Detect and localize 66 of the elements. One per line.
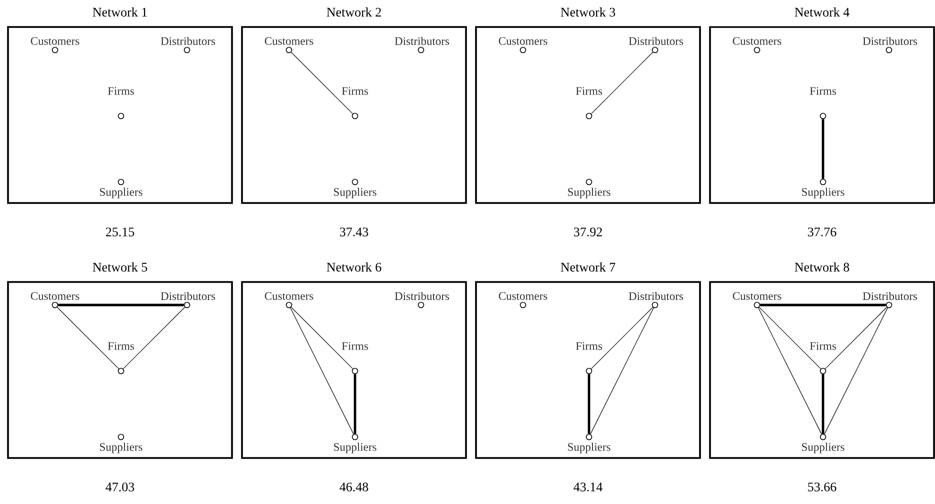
point-label: Suppliers [334, 188, 376, 198]
score-value: 37.92 [574, 228, 602, 236]
point-label: Firms [108, 87, 134, 95]
point-label: Suppliers [100, 442, 142, 454]
point-label: Firms [342, 87, 368, 95]
point-label: Customers [30, 37, 80, 45]
score-value: 37.76 [808, 228, 836, 236]
point-label: Distributors [394, 292, 450, 300]
panel-title: Network 7 [560, 262, 616, 272]
point-label: Suppliers [802, 188, 844, 198]
point-label: Firms [576, 342, 602, 350]
link-line [590, 306, 654, 370]
link-line [290, 52, 354, 114]
point-label: Customers [498, 37, 548, 45]
point-label: Distributors [160, 36, 216, 46]
panel-title: Network 5 [92, 262, 148, 272]
score-value: 37.43 [340, 228, 368, 236]
link-line [590, 308, 654, 434]
score-value: 53.66 [808, 482, 836, 492]
point-label: Customers [264, 292, 314, 300]
panel-title: Network 4 [794, 7, 850, 17]
point-label: Suppliers [568, 442, 610, 454]
point-label: Firms [108, 342, 134, 350]
panel-title: Network 2 [326, 7, 381, 17]
link-line [290, 308, 354, 434]
panel-title: Network 1 [92, 7, 147, 17]
score-value: 46.48 [340, 482, 368, 492]
link-line [822, 374, 824, 434]
link-line [58, 304, 184, 306]
link-line [822, 119, 824, 179]
point-label: Suppliers [802, 442, 844, 454]
link-line [760, 304, 886, 306]
link-line [290, 306, 354, 370]
point-label: Suppliers [568, 188, 610, 198]
point-label: Distributors [862, 36, 918, 46]
point-label: Distributors [628, 292, 684, 300]
point-label: Distributors [628, 36, 684, 46]
point-label: Firms [810, 342, 836, 350]
link-line [588, 374, 590, 434]
point-label: Firms [342, 342, 368, 350]
point-label: Customers [732, 292, 782, 300]
point-label: Suppliers [100, 188, 142, 198]
link-line [122, 306, 186, 370]
score-value: 43.14 [574, 482, 602, 492]
point-label: Distributors [160, 292, 216, 300]
link-line [354, 374, 356, 434]
point-label: Distributors [862, 292, 918, 300]
point-label: Customers [732, 37, 782, 45]
panel-title: Network 6 [326, 262, 382, 272]
score-value: 25.15 [106, 228, 134, 236]
link-line [758, 306, 822, 370]
point-label: Customers [264, 37, 314, 45]
link-line [590, 52, 654, 114]
point-label: Customers [30, 292, 80, 300]
link-line [824, 308, 888, 434]
point-label: Distributors [394, 36, 450, 46]
point-label: Customers [498, 292, 548, 300]
point-label: Firms [810, 87, 836, 95]
panel-title: Network 8 [794, 262, 850, 272]
link-line [824, 306, 888, 370]
point-label: Suppliers [334, 442, 376, 454]
point-label: Firms [576, 87, 602, 95]
link-line [56, 306, 120, 370]
link-line [758, 308, 822, 434]
panel-title: Network 3 [560, 7, 616, 17]
score-value: 47.03 [106, 482, 134, 492]
